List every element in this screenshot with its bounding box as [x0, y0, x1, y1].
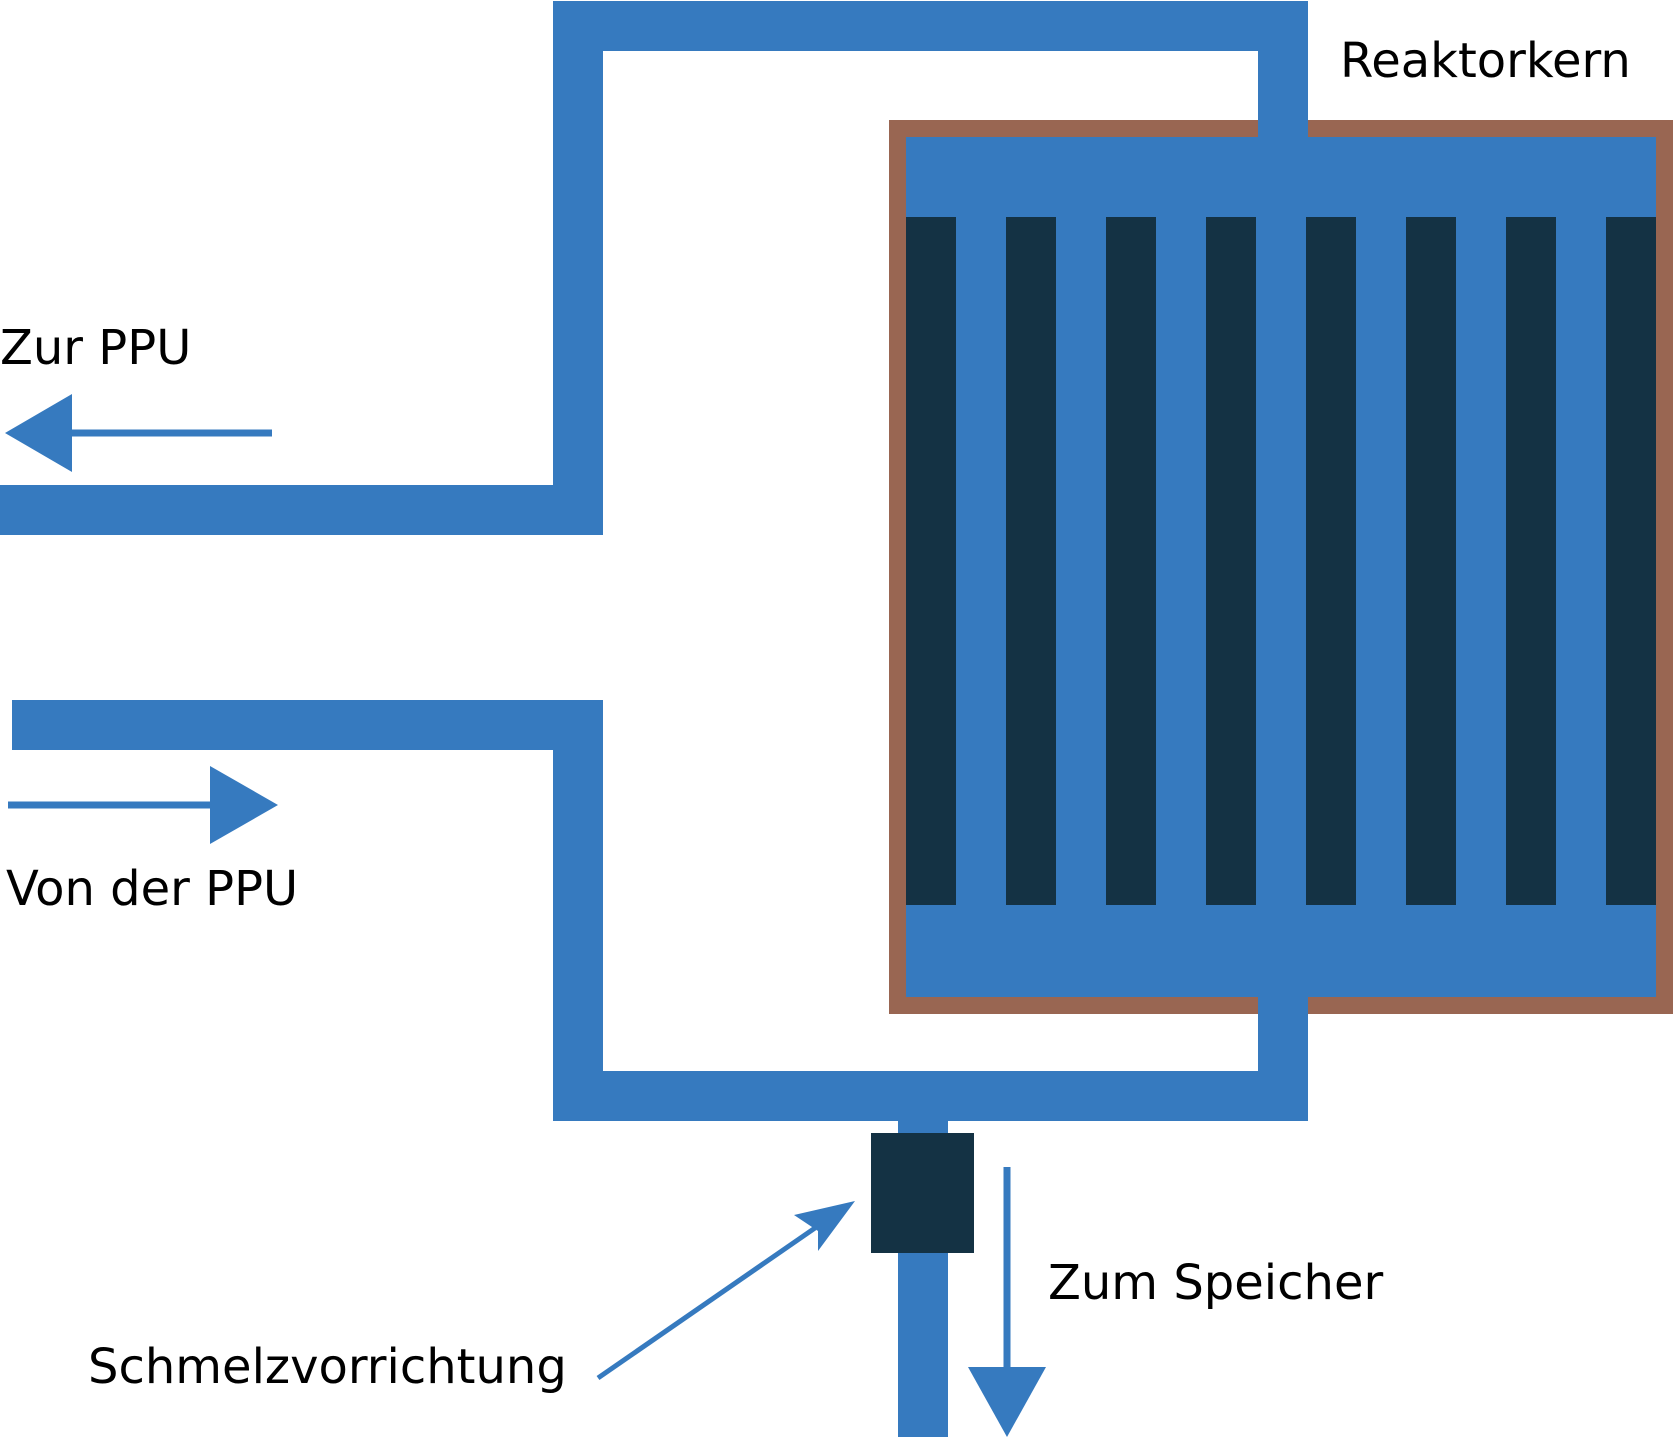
outlet-pipe-to-ppu	[0, 1, 1308, 535]
fuel-channel	[906, 217, 956, 905]
label-to-ppu: Zur PPU	[0, 320, 191, 376]
fuel-channel	[1206, 217, 1256, 905]
drain-pipe-upper	[898, 1096, 948, 1136]
drain-pipe-lower	[898, 1250, 948, 1437]
arrow-from-ppu	[8, 766, 278, 844]
label-freeze-valve: Schmelzvorrichtung	[88, 1339, 567, 1395]
inlet-pipe-from-ppu	[12, 700, 1308, 1121]
arrow-freeze-valve	[596, 1201, 855, 1381]
fuel-channel	[1606, 217, 1656, 905]
freeze-plug	[871, 1133, 974, 1253]
fuel-channel	[1306, 217, 1356, 905]
arrow-to-storage	[968, 1167, 1046, 1437]
fuel-channel	[1406, 217, 1456, 905]
fuel-channel	[1006, 217, 1056, 905]
fuel-channel	[1506, 217, 1556, 905]
label-to-storage: Zum Speicher	[1048, 1255, 1383, 1311]
reactor-core	[889, 120, 1673, 1014]
fuel-channel	[1106, 217, 1156, 905]
label-reactor-core: Reaktorkern	[1340, 33, 1631, 89]
fuel-channels	[906, 217, 1656, 905]
label-from-ppu: Von der PPU	[6, 861, 298, 917]
arrow-to-ppu	[5, 394, 272, 472]
